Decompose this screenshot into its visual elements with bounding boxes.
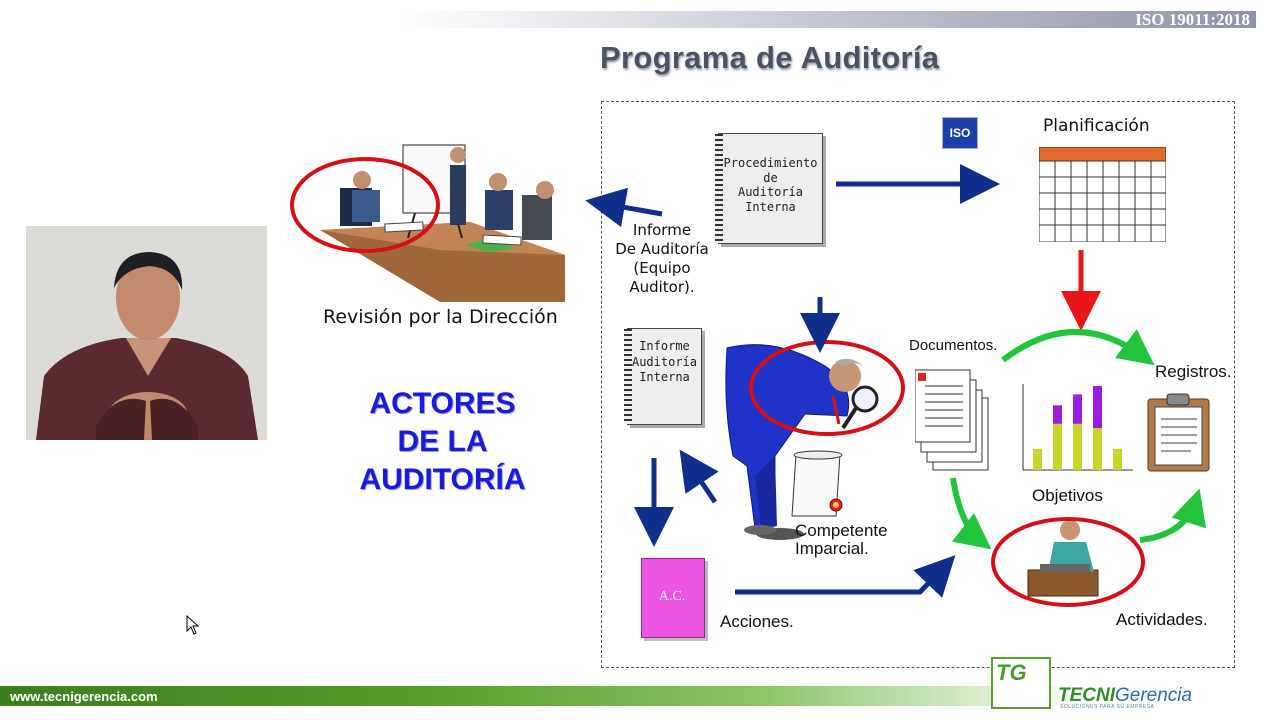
website-link[interactable]: www.tecnigerencia.com bbox=[10, 689, 158, 704]
clipboard-icon bbox=[1147, 393, 1210, 472]
webcam-video bbox=[26, 226, 267, 440]
informe-interna-label: Informe Auditoría Interna bbox=[631, 339, 698, 384]
informe-auditoria-label: Informe De Auditoría (Equipo Auditor). bbox=[615, 221, 709, 296]
brand-part1: TECNI bbox=[1058, 685, 1115, 706]
spiral-binding bbox=[715, 134, 723, 243]
footer-bar bbox=[0, 686, 1280, 706]
documents-stack-icon bbox=[915, 369, 989, 471]
presenter-image bbox=[26, 226, 267, 440]
spiral-binding bbox=[624, 329, 632, 424]
acciones-label: Acciones. bbox=[720, 612, 794, 631]
planificacion-label: Planificación bbox=[1043, 116, 1150, 136]
actors-heading: ACTORES DE LA AUDITORÍA bbox=[359, 387, 526, 496]
procedimiento-document: Procedimiento de Auditoría Interna bbox=[715, 133, 823, 244]
header-bar bbox=[400, 11, 1256, 28]
bar-yellow-2 bbox=[1073, 423, 1082, 470]
informe-interna-document: Informe Auditoría Interna bbox=[624, 328, 702, 425]
bar-purple-2 bbox=[1073, 394, 1082, 424]
mouse-cursor-icon bbox=[186, 615, 200, 635]
auditor-illustration bbox=[725, 340, 905, 540]
bar-purple-1 bbox=[1053, 405, 1062, 424]
ac-label: A.C. bbox=[658, 589, 686, 604]
bar-purple-3 bbox=[1093, 386, 1102, 428]
procedimiento-label: Procedimiento de Auditoría Interna bbox=[723, 156, 818, 214]
meeting-illustration bbox=[290, 144, 565, 302]
bar-yellow-4 bbox=[1113, 449, 1122, 470]
bar-yellow-1 bbox=[1053, 423, 1062, 470]
revision-label: Revisión por la Dirección bbox=[323, 306, 558, 328]
competente-label: Competente Imparcial. bbox=[795, 521, 888, 558]
objetivos-bar-chart bbox=[1022, 384, 1133, 471]
process-frame bbox=[601, 101, 1235, 668]
certificate-scroll-icon bbox=[791, 450, 843, 517]
iso-logo-icon: ISO bbox=[942, 117, 978, 149]
ac-document bbox=[641, 558, 705, 638]
brand-tagline: SOLUCIONES PARA SU EMPRESA bbox=[1060, 704, 1155, 710]
slide-title: Programa de Auditoría bbox=[600, 40, 940, 75]
registros-label: Registros. bbox=[1155, 362, 1232, 381]
tg-logo-icon bbox=[991, 657, 1051, 709]
brand-name: TECNIGerencia bbox=[1058, 685, 1192, 707]
documentos-label: Documentos. bbox=[909, 337, 998, 354]
tg-logo-letters: TG bbox=[996, 660, 1027, 685]
planning-grid bbox=[1039, 147, 1166, 242]
activity-worker-illustration bbox=[991, 517, 1145, 607]
actividades-label: Actividades. bbox=[1116, 610, 1208, 629]
bar-yellow-3 bbox=[1093, 428, 1102, 470]
brand-part2: Gerencia bbox=[1115, 685, 1193, 706]
bar-yellow-0 bbox=[1033, 449, 1042, 470]
standard-tag: ISO 19011:2018 bbox=[1135, 10, 1250, 29]
objetivos-label: Objetivos bbox=[1032, 486, 1103, 505]
